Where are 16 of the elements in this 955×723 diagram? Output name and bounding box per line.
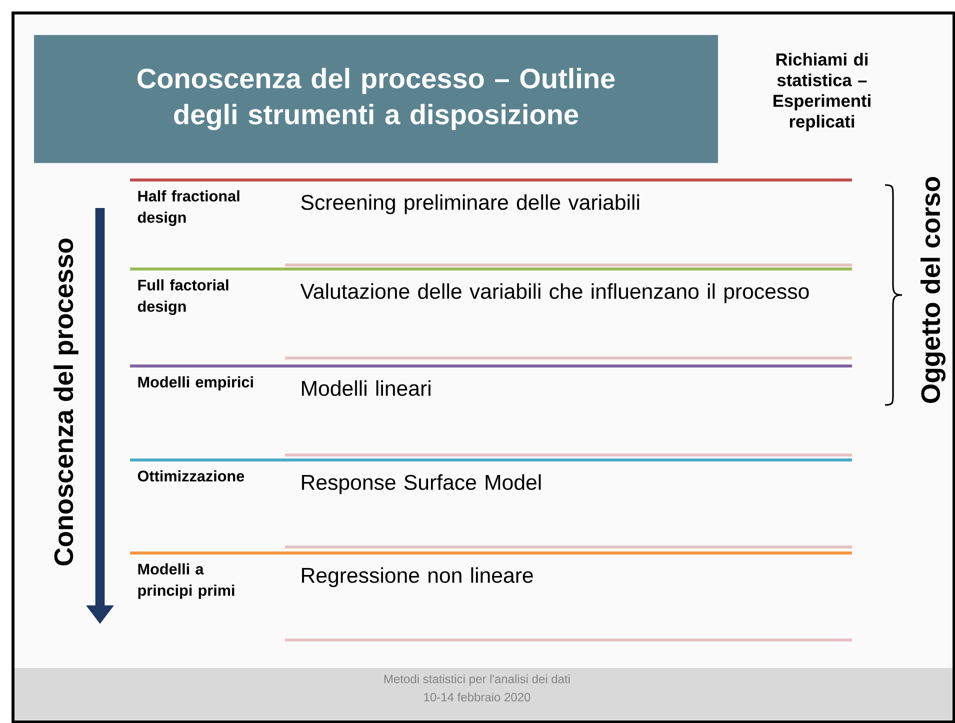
row-text: Regressione non lineare xyxy=(302,567,533,588)
side-heading: Richiami di statistica – Esperimenti replicati xyxy=(774,52,870,132)
footer-text: 10-14 febbraio 2020 xyxy=(424,692,530,702)
row-heading: Modelli empirici xyxy=(138,376,253,391)
bracket-label: Oggetto del corso xyxy=(920,176,946,403)
title-box: Conoscenza del processo – Outline degli strumenti a disposizione xyxy=(34,35,718,163)
row-heading: Half fractional design xyxy=(138,190,240,226)
row-heading: Full factorial design xyxy=(138,279,228,315)
row-heading: Modelli a principi primi xyxy=(138,563,234,599)
row-heading: Ottimizzazione xyxy=(138,470,244,482)
row-text: Valutazione delle variabili che influenzano il processo xyxy=(300,283,809,304)
footer-text: Metodi statistici per l'analisi dei dati xyxy=(384,674,570,686)
row-text: Modelli lineari xyxy=(302,380,430,396)
row-text: Response Surface Model xyxy=(302,474,541,494)
row-text: Screening preliminare delle variabili xyxy=(301,194,640,214)
axis-title: Conoscenza del processo xyxy=(54,238,78,566)
